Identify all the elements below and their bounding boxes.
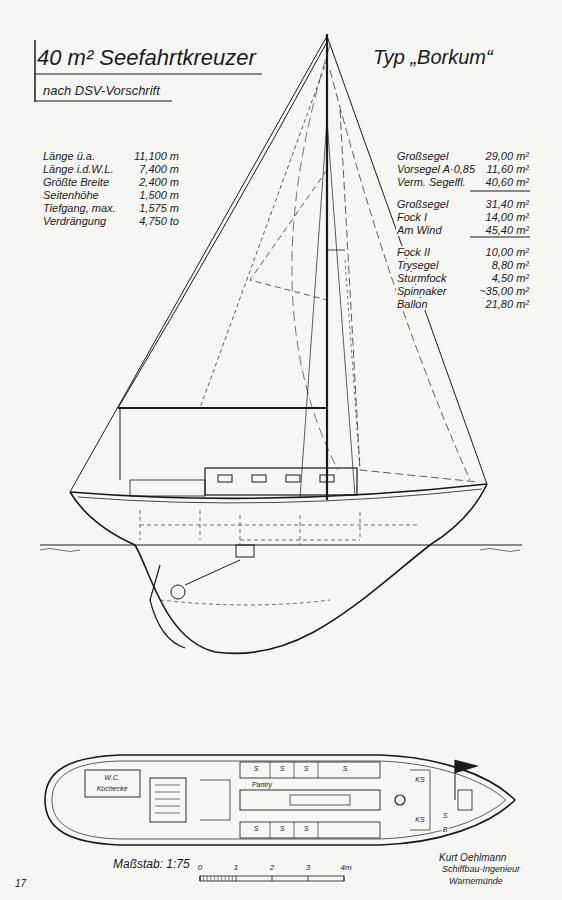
scale-number: 3 — [305, 864, 311, 873]
locker-mark: S — [442, 812, 449, 820]
scale-tick — [210, 876, 211, 881]
sail-name: Trysegel — [396, 259, 439, 271]
scale-number: 2 — [269, 864, 275, 873]
sail-name: Spinnaker — [396, 285, 448, 297]
sail-name: Großsegel — [396, 150, 449, 162]
scale-tick — [207, 876, 208, 881]
sail-area: 31,40 m² — [485, 198, 530, 210]
locker-mark: S — [279, 825, 286, 833]
scale-tick — [200, 876, 201, 881]
locker-mark: S — [303, 825, 310, 833]
spec-value: 1,575 m — [138, 202, 180, 214]
scale-number: 4m — [339, 864, 352, 873]
spec-name: Länge i.d.W.L. — [42, 163, 115, 175]
scale-label: Maßstab: 1:75 — [112, 858, 191, 871]
sail-area: 40,60 m² — [485, 176, 530, 188]
locker-mark: S — [303, 765, 310, 773]
sail-name: Ballon — [396, 298, 429, 310]
sail-name: Verm. Segelfl. — [396, 176, 467, 188]
room-label: Pantry — [251, 781, 273, 789]
locker-mark: S — [342, 765, 349, 773]
sail-area: ~35,00 m² — [478, 285, 530, 297]
signature-place: Warnemünde — [448, 877, 504, 887]
spec-value: 2,400 m — [138, 176, 180, 188]
scale-tick — [214, 876, 215, 881]
sail-area: 29,00 m² — [485, 150, 530, 162]
room-label: Kochecke — [96, 785, 129, 793]
locker-mark: S — [253, 765, 260, 773]
scale-tick — [203, 876, 204, 881]
locker-mark: S — [253, 825, 260, 833]
type-name: Typ „Borkum“ — [372, 46, 494, 68]
sail-area: 11,60 m² — [485, 163, 530, 175]
signature-title: Schiffbau-Ingenieur — [441, 865, 521, 875]
spec-value: 1,500 m — [138, 189, 180, 201]
sail-name: Fock II — [396, 246, 431, 258]
room-label: W.C. — [103, 774, 120, 782]
scale-tick — [232, 876, 233, 881]
spec-name: Seitenhöhe — [42, 189, 100, 201]
rule-note: nach DSV-Vorschrift — [42, 84, 161, 98]
spec-value: 11,100 m — [133, 150, 180, 162]
spec-name: Verdrängung — [42, 215, 107, 227]
locker-mark: S — [279, 765, 286, 773]
locker-mark: B — [442, 826, 449, 834]
signature: Kurt Oehlmann — [438, 852, 507, 863]
spec-name: Tiefgang, max. — [42, 202, 117, 214]
locker-mark: KS — [414, 776, 425, 784]
sail-area: 10,00 m² — [485, 246, 530, 258]
scale-tick — [221, 876, 222, 881]
locker-mark: KS — [414, 816, 425, 824]
scale-tick — [218, 876, 219, 881]
sail-name: Am Wind — [396, 224, 443, 236]
sail-area: 8,80 m² — [491, 259, 530, 271]
spec-value: 7,400 m — [138, 163, 180, 175]
scale-tick — [228, 876, 229, 881]
scale-number: 0 — [197, 864, 203, 873]
sail-name: Vorsegel A·0,85 — [396, 163, 476, 175]
sail-area: 4,50 m² — [491, 272, 530, 284]
spec-name: Länge ü.a. — [42, 150, 96, 162]
spec-name: Größte Breite — [42, 176, 110, 188]
sail-area: 45,40 m² — [485, 224, 530, 236]
spec-value: 4,750 to — [138, 215, 180, 227]
sail-name: Großsegel — [396, 198, 449, 210]
sail-name: Sturmfock — [396, 272, 448, 284]
sail-name: Fock I — [396, 211, 428, 223]
scale-tick — [225, 876, 226, 881]
title: 40 m² Seefahrtkreuzer — [36, 46, 257, 70]
sail-area: 14,00 m² — [485, 211, 530, 223]
page-number: 17 — [14, 878, 27, 889]
sail-area: 21,80 m² — [485, 298, 530, 310]
scale-number: 1 — [233, 864, 239, 873]
